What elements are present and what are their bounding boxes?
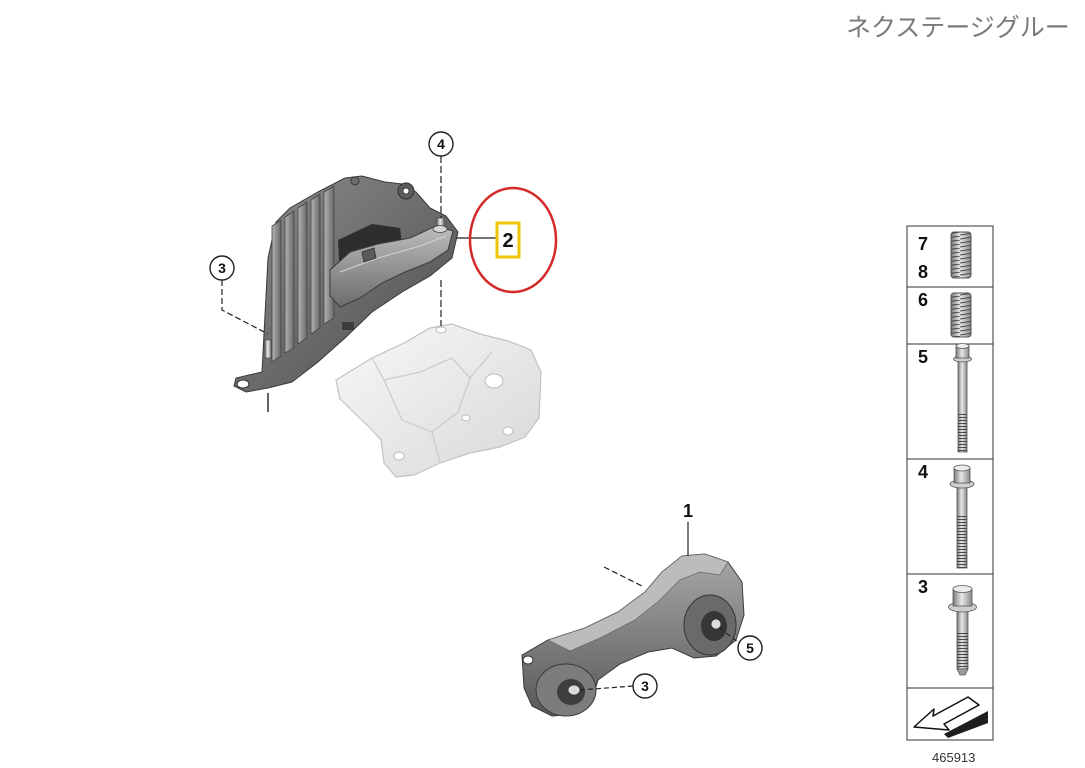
insert-coil [951,293,971,337]
front-tab-hole [522,655,534,665]
mount-bracket [335,323,542,478]
legend-label: 5 [918,347,928,367]
legend-label: 4 [918,462,928,482]
foot-hole [236,379,250,389]
bracket-hole [393,451,405,461]
orientation-arrow-icon [913,696,988,738]
callout-circle [632,673,658,699]
callout-circle [737,635,763,661]
callout-label: 4 [437,136,445,152]
bracket-rib [431,431,441,464]
callout-circle [428,131,454,157]
side-screw [264,339,272,359]
legend-label: 8 [918,262,928,282]
bolt-head-top [955,343,970,349]
mount-fin [271,219,282,363]
callout-2[interactable]: 2 [456,186,558,294]
thread-insert-icon [950,292,972,338]
legend-panel: 7 8 6 5 [906,225,994,741]
long-bolt-icon [953,343,972,453]
legend-label: 7 [918,234,928,254]
callout-label: 5 [746,640,754,656]
bracket-hole [502,426,514,436]
arm-edge [339,235,447,273]
bolt-head-top [953,464,971,472]
arrow-shape [913,696,980,731]
mount-arm [329,225,454,308]
legend-row-3: 3 [918,577,977,676]
highlight-ring [468,186,558,294]
bolt-thread [958,412,967,452]
callout-label: 3 [218,260,226,276]
bolt-head-top [952,585,973,593]
callout-leader [719,627,740,644]
callout-label: 1 [683,501,693,521]
bracket-hole [484,373,504,389]
top-stud [350,176,360,186]
callout-3-lower[interactable]: 3 [579,673,658,699]
legend-row-7-8: 7 8 [918,231,972,282]
torque-arm-top-face [546,553,729,652]
callout-5[interactable]: 5 [719,627,763,661]
lower-tab [342,322,354,330]
mount-fin [310,193,321,335]
top-tab-hole [402,187,410,195]
callout-circle [209,255,235,281]
torque-arm [521,553,745,717]
bracket-body [335,323,542,478]
legend-row-4: 4 [918,462,975,569]
highlight-box [495,221,521,259]
callout-leader [579,685,634,691]
legend-label: 6 [918,290,928,310]
legend-row-6: 6 [918,290,972,338]
legend-row-5: 5 [918,343,972,453]
callout-label: 2 [502,230,513,252]
flange-bolt-icon [949,464,975,569]
callout-label: 3 [641,678,649,694]
mount-fin [323,185,335,325]
callout-1[interactable]: 1 [683,501,693,556]
watermark-text: ネクステージグルー [846,13,1070,42]
legend-label: 3 [918,577,928,597]
bracket-hole [461,414,471,422]
bolt-thread [957,632,968,669]
bracket-hole [435,326,447,334]
callout-4[interactable]: 4 [428,131,454,326]
callout-3-upper[interactable]: 3 [209,255,269,412]
bolt-tip [956,668,969,676]
insert-coil [951,232,971,278]
bolt-thread [957,516,967,568]
mount-fin [284,210,295,354]
front-bushing-pin [567,684,581,696]
diagram-number: 465913 [932,750,975,765]
mount-fin [297,201,308,345]
arrow-slab [944,711,988,738]
callout-leader [221,280,269,335]
rear-bushing-pin [710,618,722,630]
thread-insert-icon [950,231,972,279]
mount-bolt-head [432,225,448,233]
arm-clip [361,247,377,263]
short-flange-bolt-icon [948,585,977,676]
bracket-rib [371,351,493,381]
axis-line [603,566,643,587]
engine-mount [233,175,459,393]
